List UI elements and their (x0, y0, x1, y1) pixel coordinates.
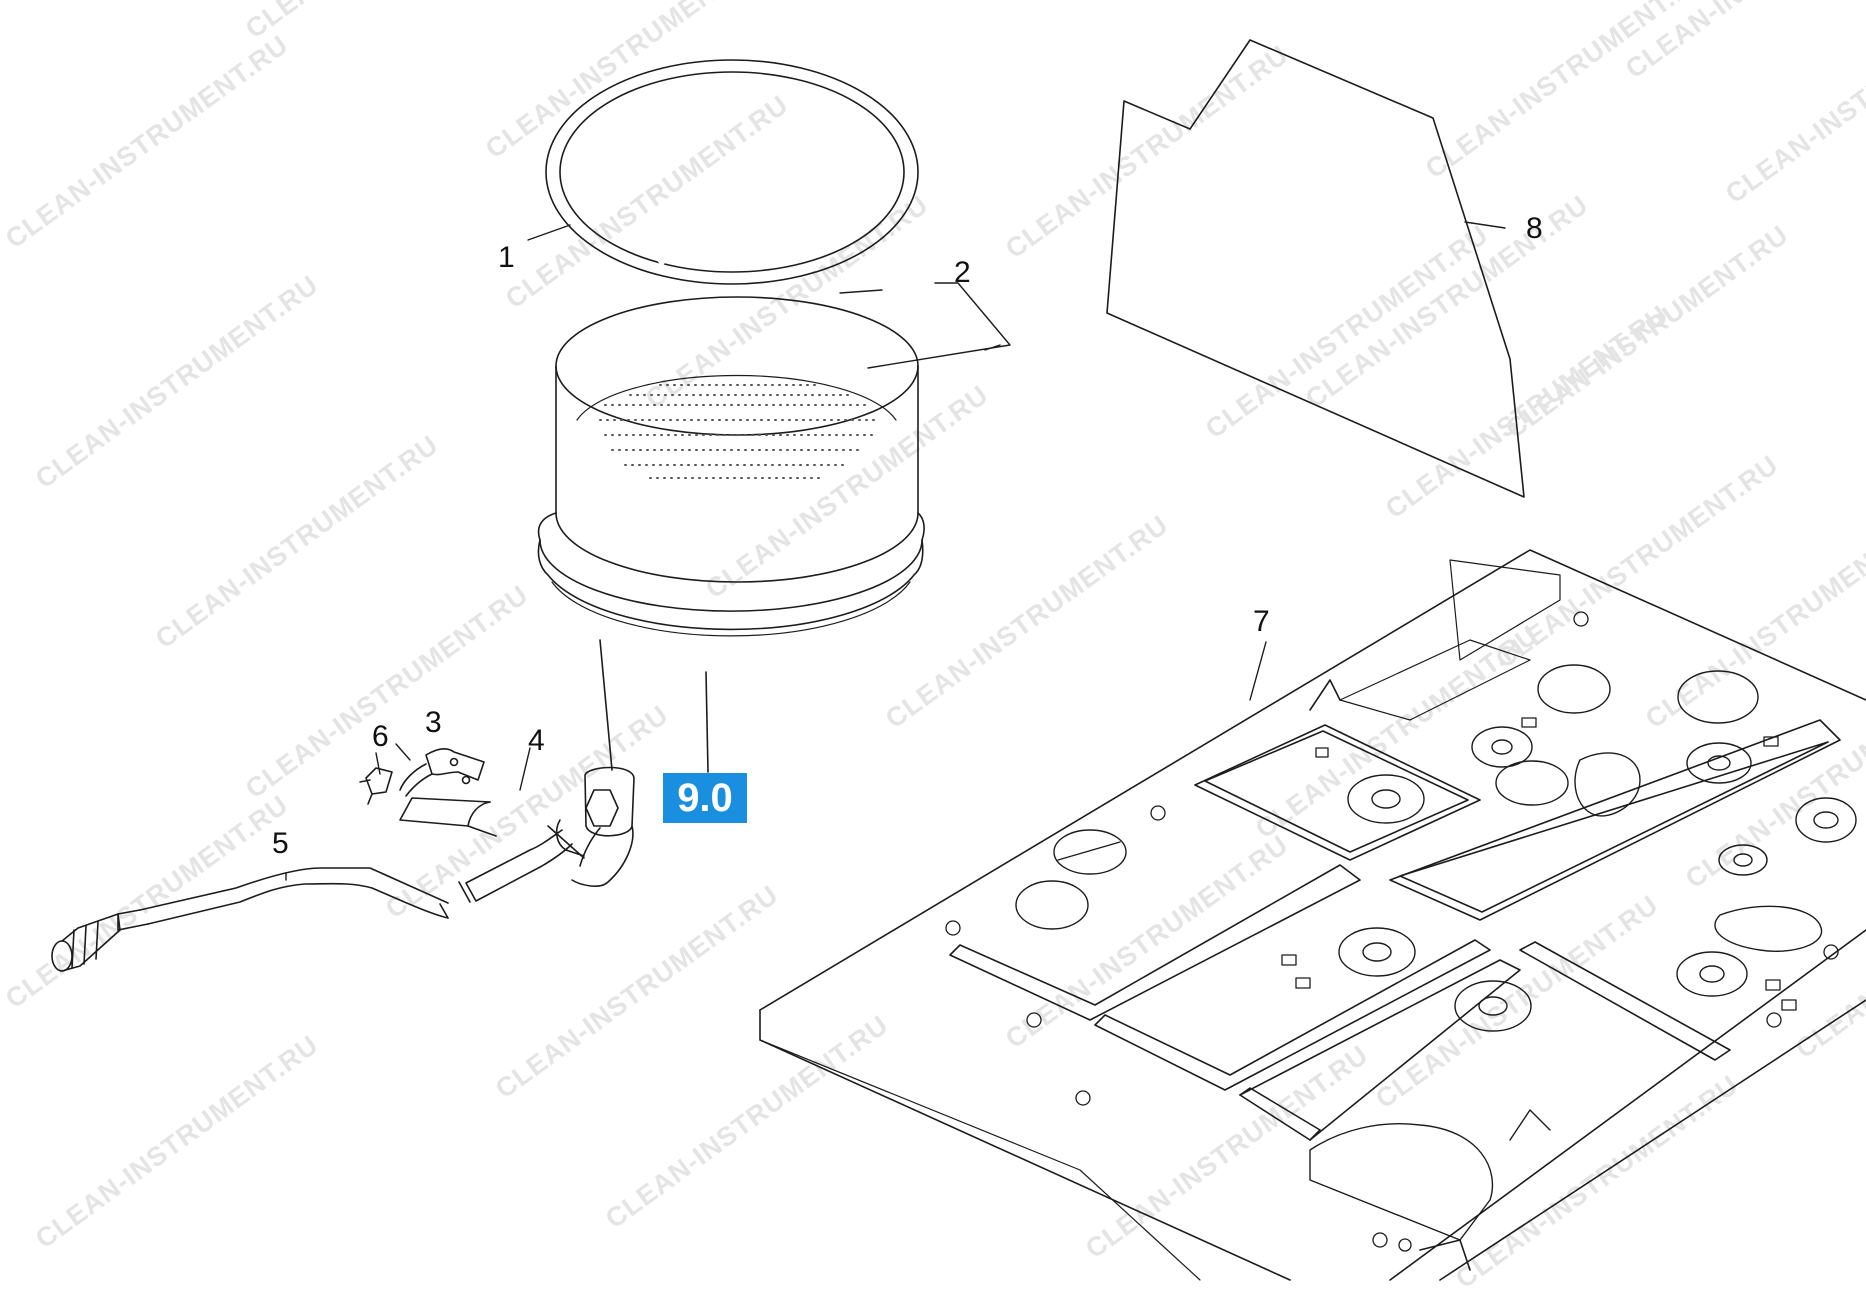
leader-lines (285, 221, 1506, 881)
fasteners (945, 611, 1839, 1252)
callout-8: 8 (1526, 212, 1543, 245)
reference-badge-link[interactable]: 9.0 (663, 773, 747, 823)
callout-4: 4 (528, 724, 545, 757)
hose-assembly (51, 639, 709, 972)
ring-part-1 (545, 59, 919, 285)
callout-7: 7 (1253, 605, 1270, 638)
base-plate-part-7 (759, 549, 1866, 1281)
channel-right-upper (1389, 719, 1841, 921)
circular-openings (1015, 664, 1857, 1032)
channel-right-lower (1239, 941, 1731, 1141)
small-slots (1281, 717, 1797, 1011)
callout-1: 1 (498, 241, 515, 274)
channel-left-upper (1194, 724, 1481, 861)
callout-5: 5 (272, 827, 289, 860)
sheet-part-8 (1106, 39, 1525, 498)
callout-2: 2 (954, 256, 971, 289)
filter-container-part-2 (537, 296, 925, 637)
channel-left-lower (949, 864, 1491, 1091)
callout-6: 6 (372, 720, 389, 753)
callout-3: 3 (425, 706, 442, 739)
